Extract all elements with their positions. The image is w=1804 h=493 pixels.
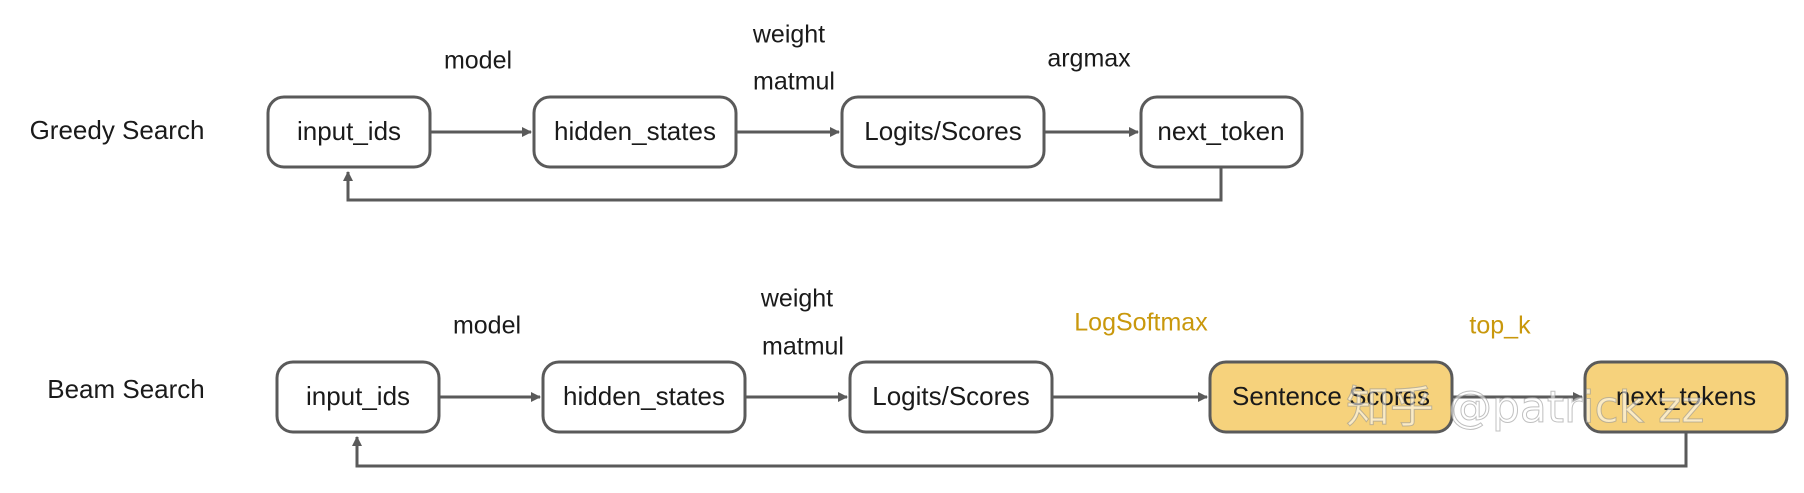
beam-next-tokens-box	[1583, 360, 1789, 434]
beam-sentence-scores-text: Sentence Scores	[1232, 381, 1430, 411]
greedy-label-matmul: matmul	[753, 68, 835, 96]
beam-label-model: model	[453, 312, 521, 340]
beam-logits-box	[848, 360, 1054, 434]
greedy-logits-box	[840, 95, 1046, 169]
greedy-hidden-states-text: hidden_states	[554, 116, 716, 146]
beam-logits-text: Logits/Scores	[872, 381, 1030, 411]
beam-label-top-k: top_k	[1469, 312, 1531, 340]
beam-label-logsoftmax: LogSoftmax	[1074, 309, 1208, 337]
greedy-next-token-text: next_token	[1157, 116, 1284, 146]
beam-sentence-scores-box	[1208, 360, 1454, 434]
watermark-text: 知乎 @patrick zz	[1346, 382, 1704, 433]
beam-input-ids-box	[275, 360, 441, 434]
greedy-label-argmax: argmax	[1047, 45, 1131, 73]
beam-next-tokens-text: next_tokens	[1616, 381, 1756, 411]
greedy-label-model: model	[444, 47, 512, 75]
greedy-input-ids-text: input_ids	[297, 116, 401, 146]
greedy-input-ids-box	[266, 95, 432, 169]
beam-hidden-states-text: hidden_states	[563, 381, 725, 411]
beam-label-matmul: matmul	[762, 333, 844, 361]
beam-input-ids-text: input_ids	[306, 381, 410, 411]
greedy-label-weight: weight	[752, 21, 825, 49]
beam-label-weight: weight	[760, 285, 833, 313]
greedy-next-token-box	[1139, 95, 1304, 169]
greedy-feedback-edge	[343, 168, 1223, 202]
beam-hidden-states-box	[541, 360, 747, 434]
greedy-logits-text: Logits/Scores	[864, 116, 1022, 146]
beam-feedback-edge	[352, 433, 1688, 468]
greedy-hidden-states-box	[532, 95, 738, 169]
greedy-search-label: Greedy Search	[30, 115, 205, 145]
beam-search-label: Beam Search	[47, 374, 205, 404]
